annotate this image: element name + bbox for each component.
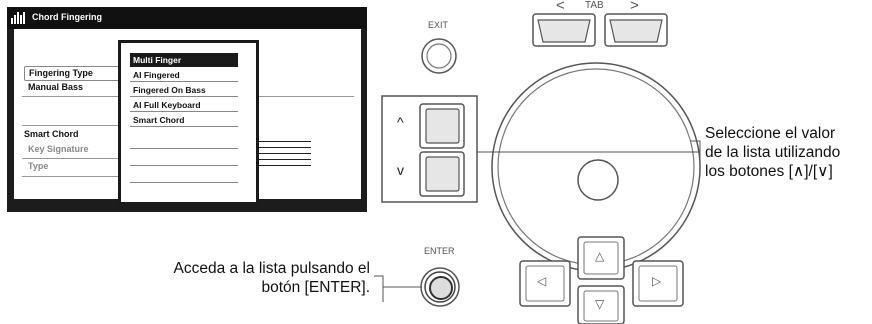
down-button[interactable] bbox=[419, 151, 465, 197]
lcd-title-bar: Chord Fingering bbox=[7, 7, 367, 29]
cursor-up-button[interactable] bbox=[577, 236, 625, 280]
tab-label: TAB bbox=[585, 0, 604, 11]
callout-bottom-line: botón [ENTER]. bbox=[261, 279, 370, 296]
keyboard-logo-icon bbox=[11, 12, 27, 24]
popup-empty-slot bbox=[130, 148, 238, 149]
divider bbox=[22, 125, 118, 126]
manual-bass-row[interactable]: Manual Bass bbox=[28, 82, 84, 92]
cursor-up-icon: △ bbox=[595, 249, 605, 263]
popup-option-multi-finger[interactable]: Multi Finger bbox=[130, 53, 238, 67]
fingering-type-row[interactable]: Fingering Type bbox=[24, 66, 122, 81]
divider bbox=[22, 96, 118, 97]
enter-button[interactable] bbox=[420, 267, 460, 307]
callout-right-line: los botones [∧]/[∨] bbox=[705, 163, 833, 180]
cursor-down-icon: ▽ bbox=[595, 297, 605, 311]
callout-right-line: Seleccione el valor bbox=[705, 125, 836, 142]
down-caret-icon: v bbox=[397, 162, 404, 178]
enter-label: ENTER bbox=[424, 246, 455, 256]
tab-left-arrow-icon: < bbox=[556, 0, 565, 14]
callout-bottom: Acceda a la lista pulsando el botón [ENT… bbox=[145, 259, 370, 297]
exit-button[interactable] bbox=[421, 38, 457, 74]
tab-right-arrow-icon: > bbox=[630, 0, 639, 14]
lcd-footer bbox=[7, 199, 367, 212]
cursor-down-button[interactable] bbox=[577, 285, 625, 324]
tab-left-button[interactable] bbox=[532, 13, 596, 47]
up-caret-icon: ^ bbox=[397, 114, 404, 130]
lcd-title: Chord Fingering bbox=[32, 12, 102, 22]
popup-option-ai-fingered[interactable]: AI Fingered bbox=[130, 68, 238, 82]
exit-label: EXIT bbox=[428, 20, 449, 30]
tab-right-button[interactable] bbox=[604, 13, 668, 47]
cursor-right-button[interactable] bbox=[632, 260, 684, 307]
callout-right-line: de la lista utilizando bbox=[705, 144, 841, 161]
popup-option-fingered-on-bass[interactable]: Fingered On Bass bbox=[130, 83, 238, 97]
cursor-left-icon: ◁ bbox=[537, 274, 547, 288]
smart-chord-section-label: Smart Chord bbox=[24, 129, 79, 139]
lcd-screen: Chord Fingering Fingering Type Manual Ba… bbox=[7, 7, 367, 212]
popup-option-smart-chord[interactable]: Smart Chord bbox=[130, 113, 238, 127]
data-dial[interactable] bbox=[491, 62, 701, 272]
fingering-type-popup-list: Multi Finger AI Fingered Fingered On Bas… bbox=[118, 40, 259, 205]
callout-right: Seleccione el valor de la lista utilizan… bbox=[705, 124, 840, 181]
type-row[interactable]: Type bbox=[28, 161, 49, 171]
key-signature-row[interactable]: Key Signature bbox=[28, 144, 89, 154]
callout-bottom-line: Acceda a la lista pulsando el bbox=[173, 260, 370, 277]
up-button[interactable] bbox=[419, 103, 465, 149]
popup-empty-slot bbox=[130, 182, 238, 183]
divider bbox=[259, 96, 354, 97]
popup-empty-slot bbox=[130, 165, 238, 166]
popup-option-ai-full-keyboard[interactable]: AI Full Keyboard bbox=[130, 98, 238, 112]
cursor-right-icon: ▷ bbox=[652, 274, 662, 288]
divider bbox=[22, 158, 118, 159]
cursor-left-button[interactable] bbox=[519, 260, 571, 307]
divider bbox=[22, 176, 118, 177]
